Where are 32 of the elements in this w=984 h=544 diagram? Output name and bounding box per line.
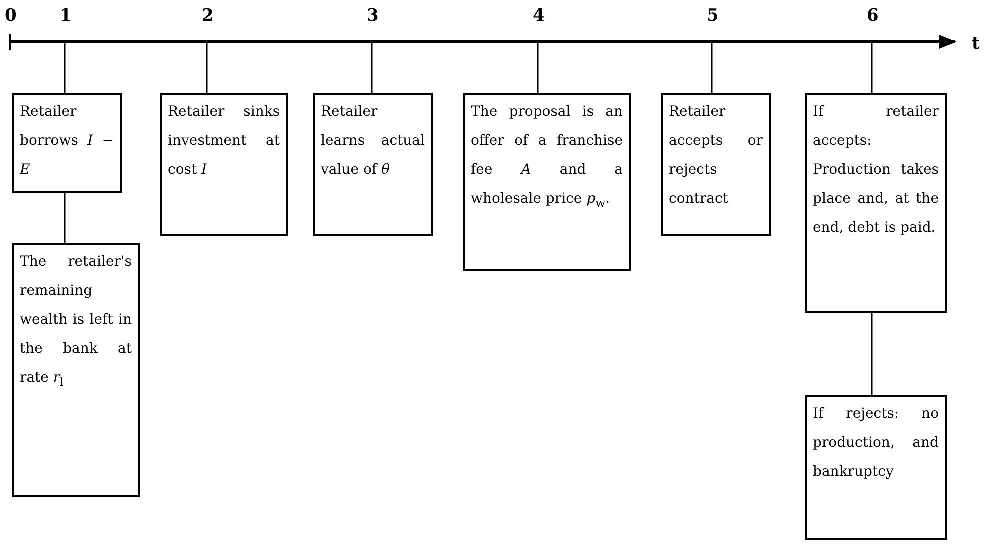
connector-line xyxy=(871,313,873,395)
event-box xyxy=(160,93,288,236)
connector-line xyxy=(64,42,66,93)
event-text: If retailer accepts: Production takes place and, at the end, debt is paid. xyxy=(813,103,939,238)
tick-label: 0 xyxy=(5,6,17,26)
event-text: Retailer borrows I − E xyxy=(20,103,114,180)
tick-label: 3 xyxy=(367,6,379,26)
event-box xyxy=(12,93,122,193)
tick-label: 5 xyxy=(707,6,719,26)
tick-label: 4 xyxy=(533,6,545,26)
event-text: Retailer sinks investment at cost I xyxy=(168,103,280,180)
connector-line xyxy=(871,42,873,93)
event-box xyxy=(805,395,947,540)
connector-line xyxy=(537,42,539,93)
event-box xyxy=(661,93,771,236)
tick-label: 1 xyxy=(60,6,72,26)
event-box xyxy=(463,93,631,271)
event-text: Retailer accepts or rejects contract xyxy=(669,103,763,209)
event-text: If rejects: no production, and bankruptcy xyxy=(813,405,939,482)
tick-label: 6 xyxy=(867,6,879,26)
axis-label: t xyxy=(972,34,980,54)
event-box xyxy=(12,243,140,497)
connector-line xyxy=(371,42,373,93)
event-text: The retailer's remaining wealth is left in the bank at rate r$_{l}$ xyxy=(20,253,132,391)
event-text: Retailer learns actual value of θ xyxy=(321,103,425,180)
event-box xyxy=(313,93,433,236)
event-text: The proposal is an offer of a franchise fee A and a wholesale price p$_{w}$. xyxy=(471,103,623,212)
connector-line xyxy=(64,193,66,243)
event-box xyxy=(805,93,947,313)
connector-line xyxy=(206,42,208,93)
tick-label: 2 xyxy=(202,6,214,26)
connector-line xyxy=(711,42,713,93)
